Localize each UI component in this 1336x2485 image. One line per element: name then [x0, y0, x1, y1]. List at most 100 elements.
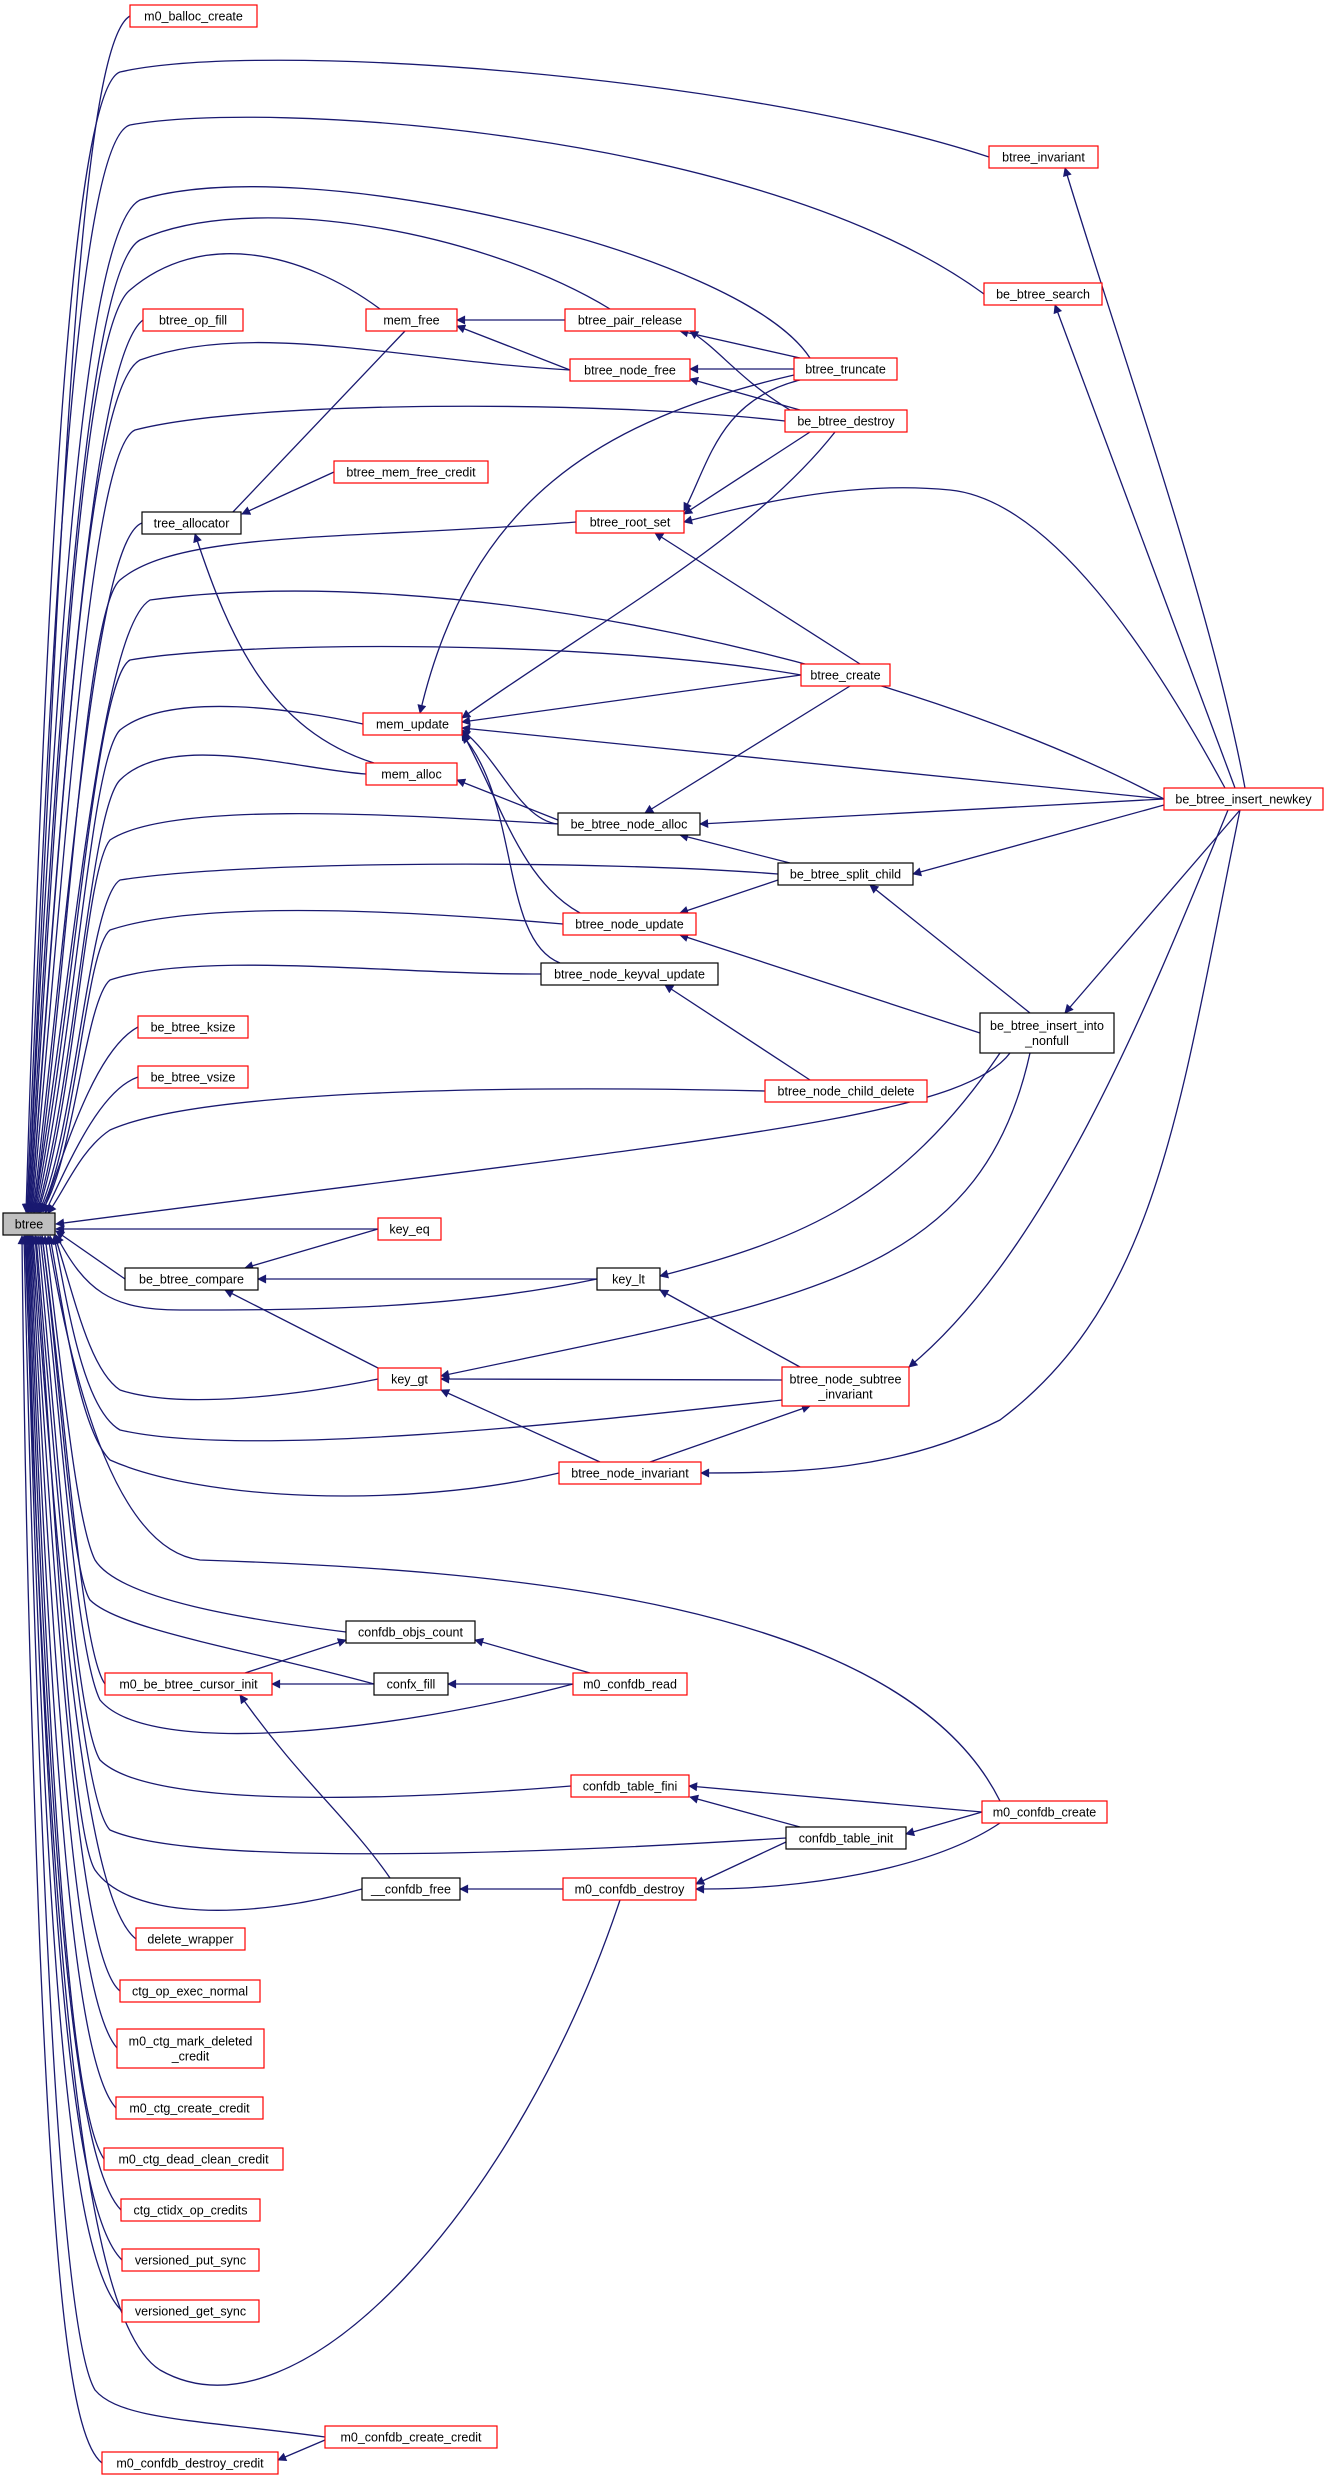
node-box — [988, 145, 1099, 169]
node-btree-node-free[interactable]: btree_node_free — [569, 358, 691, 382]
node-box — [793, 357, 898, 381]
node-label: be_btree_compare — [139, 1273, 244, 1287]
node-btree-invariant[interactable]: btree_invariant — [988, 145, 1099, 169]
node-btree-truncate[interactable]: btree_truncate — [793, 357, 898, 381]
node-be-btree-compare[interactable]: be_btree_compare — [124, 1267, 259, 1291]
node-label: delete_wrapper — [147, 1933, 233, 1947]
node-m0-confdb-create[interactable]: m0_confdb_create — [981, 1800, 1108, 1824]
node-btree-create[interactable]: btree_create — [800, 663, 891, 687]
node-label: btree_op_fill — [159, 314, 227, 328]
node-btree[interactable]: btree — [2, 1212, 56, 1236]
node-btree-node-subtree-invariant[interactable]: btree_node_subtree_invariant — [781, 1366, 910, 1407]
edge-key-gt-to-btree — [53, 1235, 379, 1401]
node-tree-allocator[interactable]: tree_allocator — [141, 511, 242, 535]
node-box — [324, 2425, 498, 2449]
node-btree-node-invariant[interactable]: btree_node_invariant — [558, 1461, 702, 1485]
edge-be-btree-split-child-to-btree — [38, 863, 779, 1213]
node-m0-be-btree-cursor-init[interactable]: m0_be_btree_cursor_init — [104, 1672, 273, 1696]
node-label: m0_ctg_create_credit — [129, 2102, 250, 2116]
node-confx-fill[interactable]: confx_fill — [373, 1672, 449, 1696]
node-box — [119, 1979, 261, 2003]
node-m0-confdb-destroy[interactable]: m0_confdb_destroy — [562, 1877, 697, 1901]
node-btree-node-keyval-update[interactable]: btree_node_keyval_update — [540, 962, 719, 986]
node-m0-confdb-destroy-credit[interactable]: m0_confdb_destroy_credit — [101, 2451, 279, 2475]
edge-btree-create-to-mem-update — [461, 674, 802, 726]
node-be-btree-vsize[interactable]: be_btree_vsize — [137, 1065, 249, 1089]
node-m0-confdb-read[interactable]: m0_confdb_read — [572, 1672, 688, 1696]
node-label: ctg_ctidx_op_credits — [134, 2204, 248, 2218]
node-btree-root-set[interactable]: btree_root_set — [575, 510, 685, 534]
node-be-btree-search[interactable]: be_btree_search — [983, 282, 1103, 306]
node-mem-update[interactable]: mem_update — [362, 712, 463, 736]
node-mem-free[interactable]: mem_free — [365, 308, 458, 332]
node-key-eq[interactable]: key_eq — [377, 1217, 442, 1241]
node-btree-mem-free-credit[interactable]: btree_mem_free_credit — [333, 460, 489, 484]
node-confdb-table-fini[interactable]: confdb_table_fini — [570, 1774, 690, 1798]
edge-be-btree-insert-newkey-to-be-btree-split-child — [912, 804, 1165, 877]
edge-be-btree-destroy-to-btree — [28, 405, 786, 1213]
node-box — [2, 1212, 56, 1236]
node-be-btree-insert-into-nonfull[interactable]: be_btree_insert_into_nonfull — [979, 1012, 1115, 1054]
node-btree-pair-release[interactable]: btree_pair_release — [564, 308, 696, 332]
edge-mem-free-to-btree — [26, 253, 381, 1213]
node-m0-ctg-dead-clean-credit[interactable]: m0_ctg_dead_clean_credit — [103, 2147, 284, 2171]
node-key-lt[interactable]: key_lt — [596, 1267, 661, 1291]
node-box — [129, 4, 258, 28]
edge-be-btree-insert-into-nonfull-to-btree — [55, 1052, 1011, 1228]
node-box — [377, 1367, 442, 1391]
node-ctg-op-exec-normal[interactable]: ctg_op_exec_normal — [119, 1979, 261, 2003]
edge-be-btree-vsize-to-btree — [44, 1076, 139, 1214]
node-delete-wrapper[interactable]: delete_wrapper — [135, 1927, 246, 1951]
node-be-btree-insert-newkey[interactable]: be_btree_insert_newkey — [1163, 787, 1324, 811]
edge-btree-node-keyval-update-to-mem-update — [461, 734, 561, 964]
edge-be-btree-node-alloc-to-mem-alloc — [456, 778, 559, 821]
node-box — [784, 409, 908, 433]
edge-m0-ctg-dead-clean-credit-to-btree — [24, 1235, 105, 2160]
node-box — [781, 1366, 910, 1407]
node-versioned-get-sync[interactable]: versioned_get_sync — [121, 2299, 260, 2323]
node-mem-alloc[interactable]: mem_alloc — [365, 762, 458, 786]
edge-be-btree-node-alloc-to-btree — [36, 812, 559, 1213]
node-label: btree_node_keyval_update — [554, 968, 705, 982]
node-versioned-put-sync[interactable]: versioned_put_sync — [121, 2248, 260, 2272]
node-label: m0_ctg_mark_deleted — [129, 2035, 253, 2049]
node-confdb-table-init[interactable]: confdb_table_init — [785, 1826, 907, 1850]
node-btree-op-fill[interactable]: btree_op_fill — [142, 308, 244, 332]
node-be-btree-destroy[interactable]: be_btree_destroy — [784, 409, 908, 433]
edge-be-btree-insert-newkey-to-btree — [30, 590, 1165, 1213]
edge-be-btree-node-alloc-to-mem-update — [461, 729, 559, 825]
node-be-btree-node-alloc[interactable]: be_btree_node_alloc — [557, 812, 701, 836]
edge-be-btree-insert-newkey-to-be-btree-search — [1053, 304, 1236, 789]
node-ctg-ctidx-op-credits[interactable]: ctg_ctidx_op_credits — [120, 2198, 261, 2222]
node-label: _invariant — [817, 1388, 873, 1402]
edge-be-btree-destroy-to-btree-pair-release — [689, 330, 791, 411]
node-box — [104, 1672, 273, 1696]
node-btree-node-child-delete[interactable]: btree_node_child_delete — [764, 1079, 928, 1103]
edge-be-btree-insert-newkey-to-btree-root-set — [683, 487, 1226, 789]
node-m0-confdb-create-credit[interactable]: m0_confdb_create_credit — [324, 2425, 498, 2449]
node-key-gt[interactable]: key_gt — [377, 1367, 442, 1391]
node-confdb-objs-count[interactable]: confdb_objs_count — [345, 1620, 476, 1644]
node-be-btree-ksize[interactable]: be_btree_ksize — [137, 1015, 249, 1039]
node-box — [137, 1015, 249, 1039]
node-label: btree — [15, 1218, 44, 1232]
node-btree-node-update[interactable]: btree_node_update — [562, 912, 697, 936]
node-box — [562, 1877, 697, 1901]
edge-btree-node-keyval-update-to-btree — [40, 964, 542, 1213]
node-label: confdb_table_init — [799, 1832, 894, 1846]
node-confdb-free[interactable]: __confdb_free — [361, 1877, 461, 1901]
node-m0-ctg-mark-deleted-credit[interactable]: m0_ctg_mark_deleted_credit — [116, 2028, 265, 2069]
node-be-btree-split-child[interactable]: be_btree_split_child — [777, 862, 914, 886]
edge-btree-node-free-to-mem-free — [456, 324, 571, 371]
edge-be-btree-insert-newkey-to-mem-update — [461, 724, 1165, 800]
edge-be-btree-insert-into-nonfull-to-btree-node-update — [679, 933, 981, 1034]
node-label: key_lt — [612, 1273, 645, 1287]
edge-btree-node-child-delete-to-btree-node-keyval-update — [664, 984, 811, 1081]
node-box — [362, 712, 463, 736]
edge-btree-create-to-btree — [32, 645, 802, 1213]
edge-btree-truncate-to-btree-root-set — [683, 379, 801, 512]
node-m0-balloc-create[interactable]: m0_balloc_create — [129, 4, 258, 28]
node-m0-ctg-create-credit[interactable]: m0_ctg_create_credit — [115, 2096, 264, 2120]
edge-be-btree-destroy-to-mem-update — [461, 431, 836, 719]
